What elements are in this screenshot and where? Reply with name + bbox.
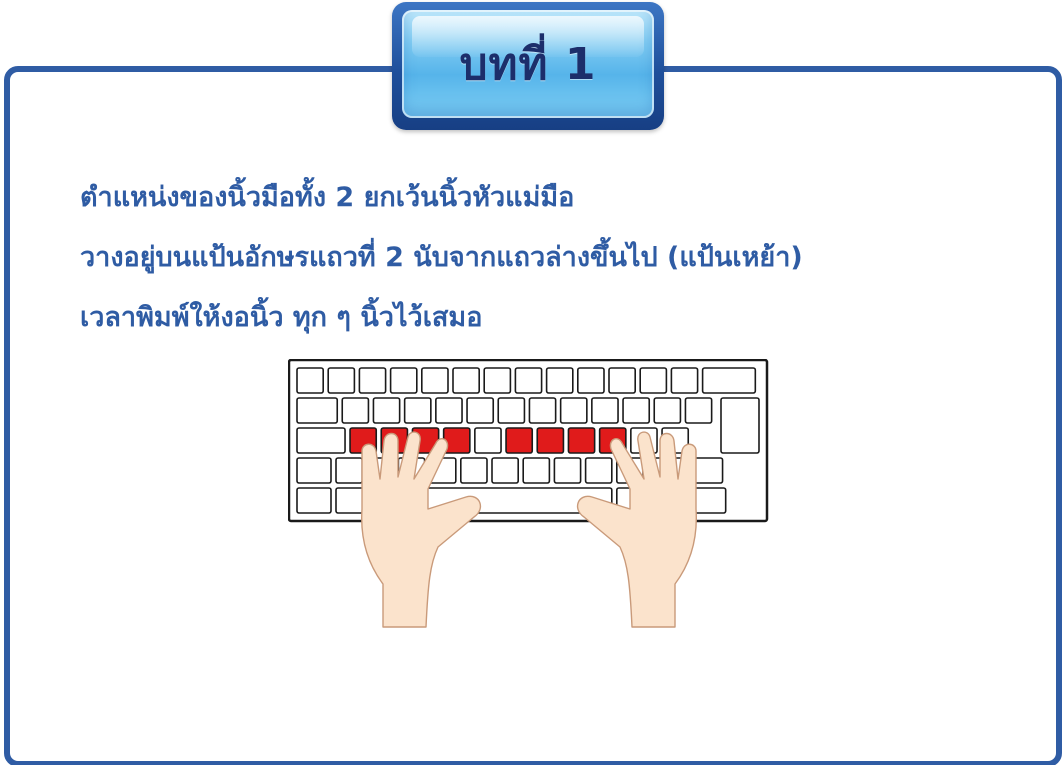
- key: [460, 457, 488, 484]
- home-row-key: [536, 427, 565, 454]
- key: [296, 397, 339, 424]
- key: [491, 457, 520, 484]
- key: [452, 367, 481, 394]
- key: [435, 397, 463, 424]
- key: [559, 397, 588, 424]
- key: [684, 397, 713, 424]
- title-badge: บทที่ 1: [392, 2, 664, 130]
- key: [327, 367, 356, 394]
- key: [545, 367, 574, 394]
- key: [372, 397, 401, 424]
- key: [522, 457, 551, 484]
- key: [389, 367, 418, 394]
- title-badge-inner: บทที่ 1: [402, 10, 654, 118]
- key: [584, 457, 613, 484]
- key: [622, 397, 651, 424]
- right-hand: [576, 431, 698, 628]
- key: [653, 397, 682, 424]
- instruction-line-3: เวลาพิมพ์ให้งอนิ้ว ทุก ๆ นิ้วไว้เสมอ: [80, 302, 483, 333]
- left-hand: [360, 431, 482, 628]
- key: [296, 367, 325, 394]
- hands: [360, 431, 698, 628]
- key: [296, 457, 332, 484]
- key: [591, 397, 619, 424]
- key: [576, 367, 605, 394]
- key: [474, 427, 502, 454]
- key: [608, 367, 637, 394]
- key: [466, 397, 495, 424]
- enter-key: [720, 397, 760, 454]
- lesson-title: บทที่ 1: [459, 39, 597, 90]
- home-row-key: [567, 427, 596, 454]
- key: [670, 367, 699, 394]
- instruction-line-2: วางอยู่บนแป้นอักษรแถวที่ 2 นับจากแถวล่าง…: [80, 242, 803, 273]
- key: [701, 367, 757, 394]
- key: [403, 397, 432, 424]
- home-row-key: [505, 427, 534, 454]
- key: [421, 367, 449, 394]
- key: [296, 427, 346, 454]
- instruction-line-1: ตำแหน่งของนิ้วมือทั้ง 2 ยกเว้นนิ้วหัวแม่…: [80, 182, 575, 213]
- key: [483, 367, 512, 394]
- key: [553, 457, 582, 484]
- key: [639, 367, 668, 394]
- key: [296, 487, 332, 514]
- key: [497, 397, 526, 424]
- keyboard-hands-illustration: [288, 359, 769, 628]
- instructions: ตำแหน่งของนิ้วมือทั้ง 2 ยกเว้นนิ้วหัวแม่…: [80, 168, 1030, 348]
- key: [358, 367, 387, 394]
- key: [528, 397, 557, 424]
- key: [335, 457, 364, 484]
- key: [514, 367, 543, 394]
- key: [690, 487, 727, 514]
- key: [341, 397, 370, 424]
